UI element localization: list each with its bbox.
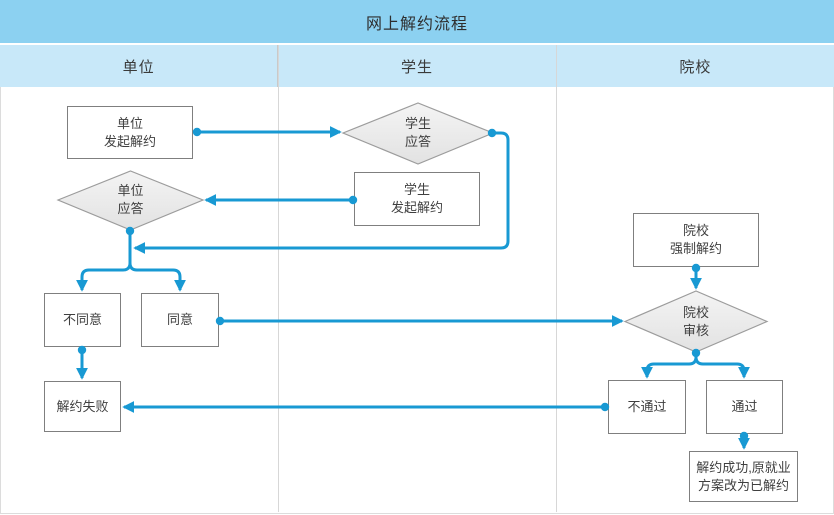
edge-branch-to-agree [128, 257, 186, 292]
edge-review-to-not-pass [641, 353, 698, 379]
edge-branch-to-disagree [76, 257, 132, 292]
node-pass: 通过 [706, 380, 783, 434]
connector-dot [691, 348, 701, 358]
page-title: 网上解约流程 [365, 15, 468, 33]
title-bar: 网上解约流程 [0, 0, 834, 43]
node-student-initiate: 学生 发起解约 [354, 172, 480, 226]
connector-dot [487, 128, 497, 138]
node-terminate-failed: 解约失败 [44, 381, 121, 432]
lane-header-unit-label: 单位 [122, 58, 155, 76]
node-school-review: 院校 审核 [682, 305, 709, 338]
connector-dot [125, 226, 135, 236]
node-student-respond: 学生 应答 [404, 116, 431, 149]
node-unit-initiate: 单位 发起解约 [67, 106, 193, 159]
node-unit-respond: 单位 应答 [117, 183, 144, 216]
connector-dot [77, 345, 87, 355]
node-terminate-success: 解约成功,原就业 方案改为已解约 [689, 451, 798, 502]
connector-dot [192, 127, 202, 137]
node-agree: 同意 [141, 293, 219, 347]
lane-header-student-label: 学生 [400, 58, 433, 76]
node-school-force: 院校 强制解约 [633, 213, 759, 267]
edge-review-to-pass [694, 353, 750, 379]
node-disagree: 不同意 [44, 293, 121, 347]
lane-header-school-label: 院校 [679, 58, 712, 76]
node-not-pass: 不通过 [608, 380, 686, 434]
lane-header-unit: 单位 [0, 45, 278, 87]
lane-header-row: 单位 学生 院校 [0, 45, 834, 87]
lane-header-school: 院校 [555, 45, 834, 87]
lane-header-student: 学生 [277, 45, 556, 87]
